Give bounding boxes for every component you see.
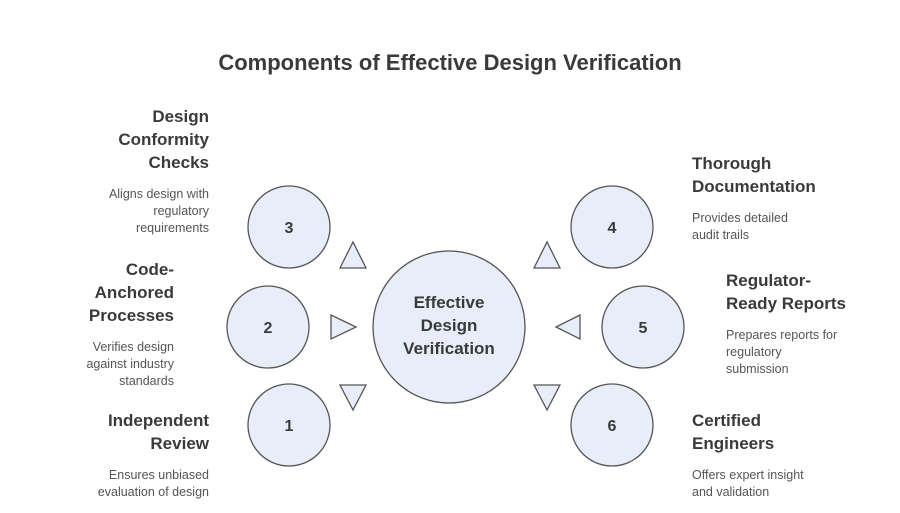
pointer-triangle-4 — [532, 240, 562, 269]
node-number-5: 5 — [639, 320, 648, 337]
node-title-2: Code- Anchored Processes — [88, 260, 174, 325]
node-label-3: Design Conformity Checks Aligns design w… — [29, 105, 209, 237]
node-title-1: Independent Review — [107, 411, 209, 453]
node-desc-6: Offers expert insight and validation — [692, 468, 804, 499]
diagram-title: Components of Effective Design Verificat… — [218, 50, 682, 75]
hub-line-1: Effective — [414, 293, 485, 312]
node-desc-3: Aligns design with regulatory requiremen… — [108, 187, 209, 235]
pointer-triangle-1 — [338, 384, 368, 412]
node-title-4: Thorough Documentation — [692, 154, 816, 196]
hub-line-2: Design — [421, 316, 478, 335]
hub-line-3: Verification — [403, 339, 495, 358]
node-title-3: Design Conformity Checks — [118, 107, 209, 172]
node-number-1: 1 — [285, 418, 294, 435]
node-desc-5: Prepares reports for regulatory submissi… — [726, 328, 838, 376]
node-number-2: 2 — [264, 320, 273, 337]
node-label-6: Certified Engineers Offers expert insigh… — [692, 409, 892, 501]
pointer-triangle-2 — [330, 313, 358, 341]
node-circle-3 — [247, 185, 331, 269]
node-label-1: Independent Review Ensures unbiased eval… — [29, 409, 209, 501]
node-desc-4: Provides detailed audit trails — [692, 211, 788, 242]
pointer-triangle-3 — [338, 240, 368, 269]
node-desc-1: Ensures unbiased evaluation of design — [97, 468, 209, 499]
node-label-4: Thorough Documentation Provides detailed… — [692, 152, 892, 244]
node-circle-6 — [570, 383, 654, 467]
node-circle-2 — [226, 285, 310, 369]
node-label-5: Regulator- Ready Reports Prepares report… — [726, 269, 896, 378]
node-circle-4 — [570, 185, 654, 269]
pointer-triangle-5 — [554, 313, 581, 341]
node-number-6: 6 — [608, 418, 617, 435]
node-number-4: 4 — [608, 220, 617, 237]
node-title-6: Certified Engineers — [692, 411, 775, 453]
node-number-3: 3 — [285, 220, 294, 237]
node-circle-1 — [247, 383, 331, 467]
node-circle-5 — [601, 285, 685, 369]
node-label-2: Code- Anchored Processes Verifies design… — [14, 258, 174, 390]
pointer-triangle-6 — [532, 384, 562, 412]
node-desc-2: Verifies design against industry standar… — [86, 340, 174, 388]
node-title-5: Regulator- Ready Reports — [726, 271, 846, 313]
hub-circle — [372, 250, 526, 404]
